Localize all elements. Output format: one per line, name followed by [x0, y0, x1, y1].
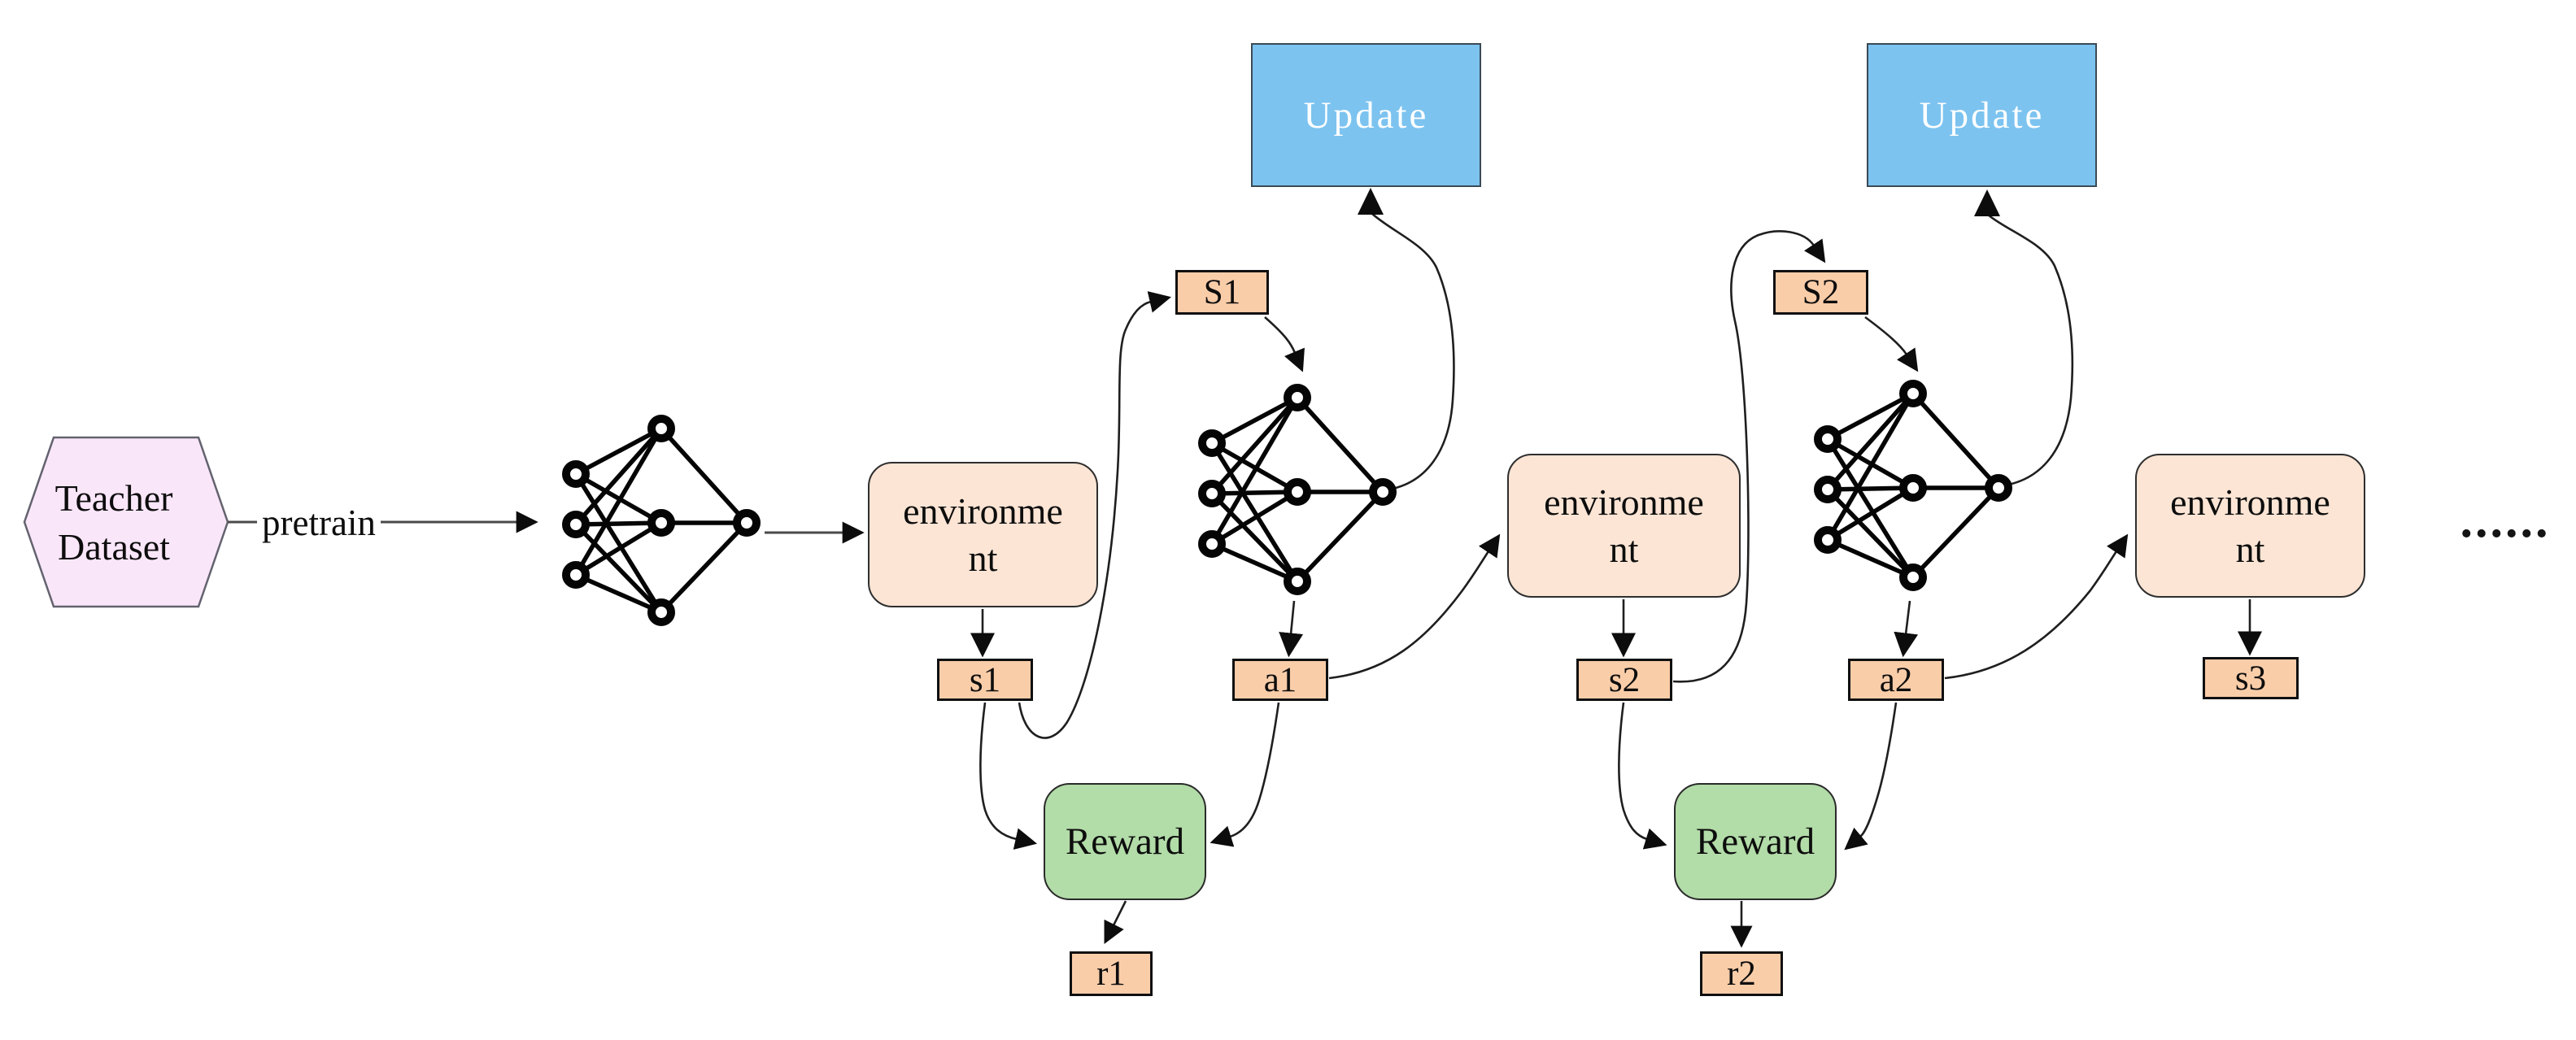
reward-chip-r1: r1 — [1070, 951, 1153, 996]
environment-label-line1: environme — [1544, 481, 1704, 523]
arrow-s2-to-S2 — [1672, 230, 1826, 683]
arrow-a1-to-env2 — [1328, 533, 1501, 680]
arrow-nn2-to-update1 — [1371, 212, 1455, 492]
environment-box-2: environme nt — [1507, 454, 1741, 598]
state-chip-S2: S2 — [1773, 270, 1868, 315]
neural-network-icon — [566, 419, 756, 622]
action-chip-a2: a2 — [1848, 659, 1944, 701]
environment-label-line2: nt — [1609, 528, 1639, 570]
arrow-nn3-to-update2 — [1987, 214, 2074, 488]
environment-label-line1: environme — [903, 490, 1063, 532]
arrow-s1-to-S1 — [1018, 291, 1171, 739]
update-box-2: Update — [1867, 43, 2097, 187]
environment-box-1: environme nt — [868, 462, 1098, 607]
environment-label-line1: environme — [2170, 481, 2330, 523]
action-chip-a1: a1 — [1232, 659, 1328, 701]
state-chip-s2: s2 — [1576, 659, 1672, 701]
state-chip-s3: s3 — [2203, 657, 2299, 699]
arrow-s2-to-reward2 — [1618, 702, 1667, 850]
environment-box-3: environme nt — [2135, 454, 2365, 598]
update-box-1: Update — [1251, 43, 1481, 187]
arrowhead-update2 — [1974, 189, 2000, 216]
environment-label-line2: nt — [968, 537, 998, 579]
state-chip-S1: S1 — [1175, 270, 1269, 315]
arrow-s1-to-reward1 — [979, 702, 1038, 850]
continuation-ellipsis: ...... — [2460, 492, 2551, 548]
neural-network-icon — [1202, 388, 1393, 591]
teacher-dataset-label: Teacher Dataset — [54, 476, 173, 568]
arrow-a2-to-reward2 — [1844, 702, 1898, 851]
arrow-a2-to-env3 — [1944, 533, 2129, 680]
arrow-reward1-to-r1 — [1104, 900, 1127, 944]
reward-box-1: Reward — [1044, 783, 1206, 900]
arrow-S2-to-nn3 — [1864, 315, 1919, 372]
arrow-S1-to-nn2 — [1264, 316, 1305, 372]
environment-label-line2: nt — [2235, 528, 2265, 570]
arrow-nn2-to-a1 — [1279, 600, 1304, 658]
reward-chip-r2: r2 — [1700, 951, 1783, 996]
neural-network-icon — [1818, 384, 2008, 587]
reward-box-2: Reward — [1674, 783, 1837, 900]
state-chip-s1: s1 — [937, 659, 1033, 701]
arrowhead-update1 — [1358, 188, 1384, 215]
pretrain-label: pretrain — [257, 503, 381, 543]
arrow-a1-to-reward1 — [1210, 702, 1280, 847]
arrow-nn3-to-a2 — [1894, 600, 1919, 658]
